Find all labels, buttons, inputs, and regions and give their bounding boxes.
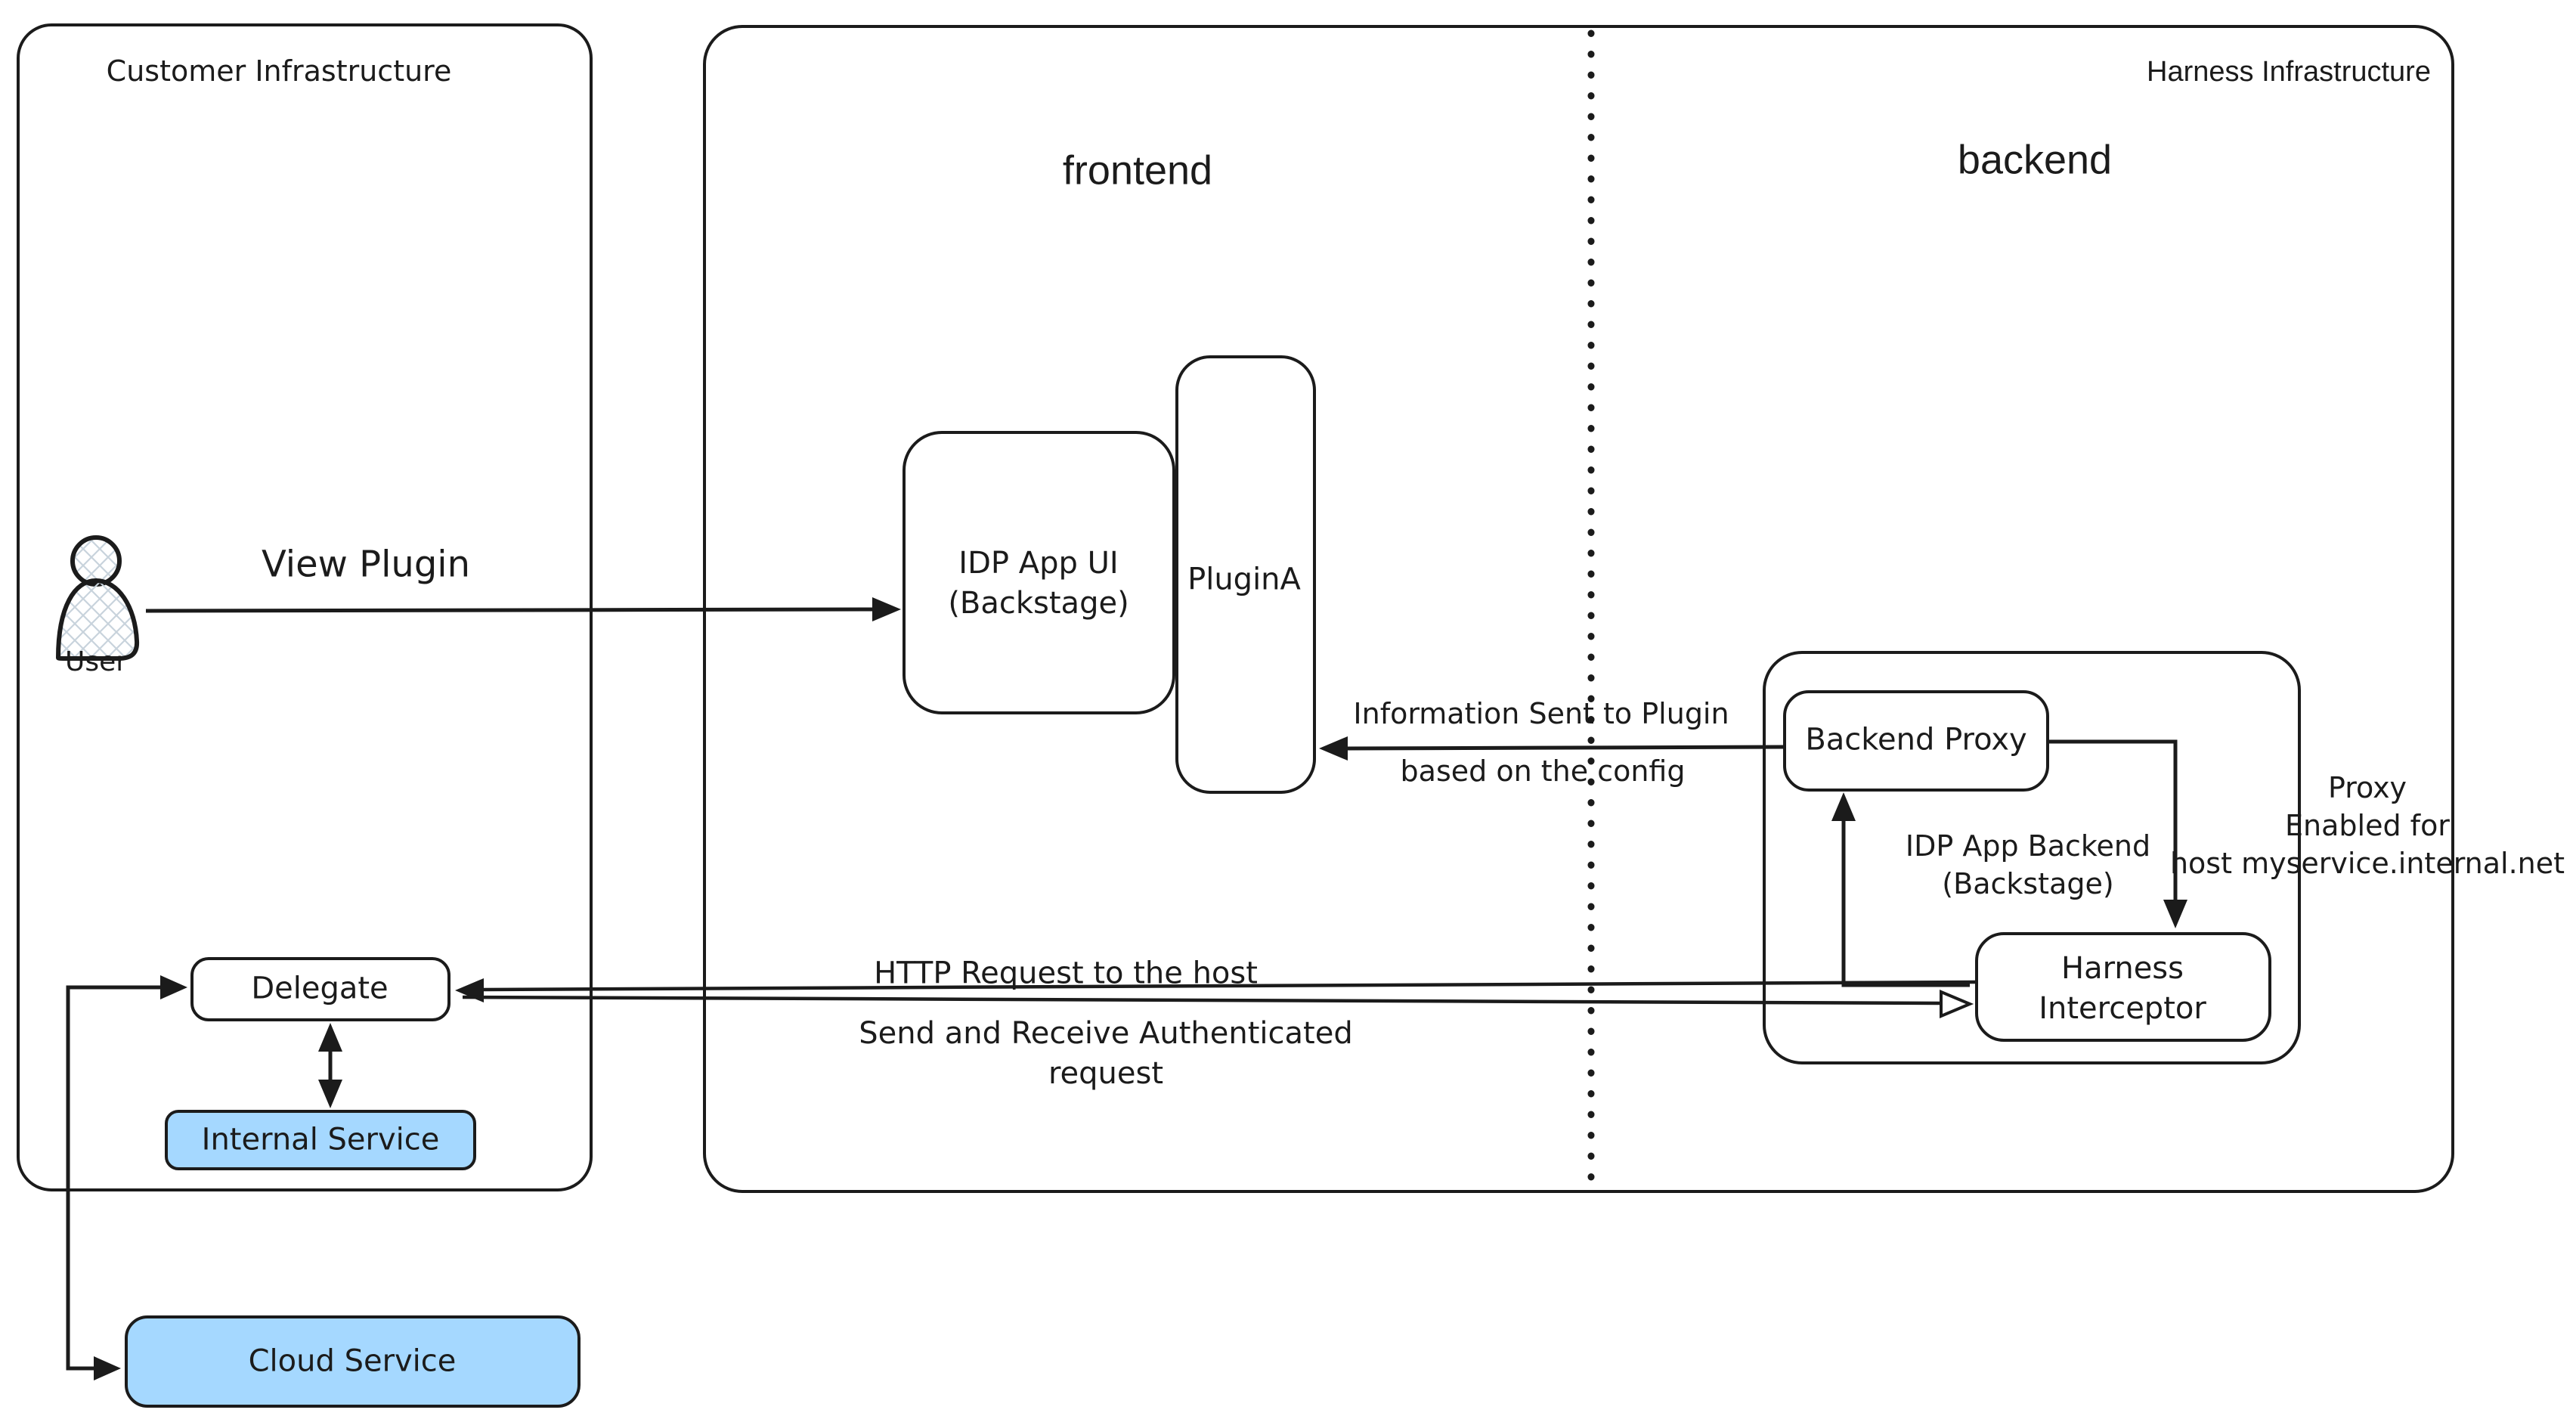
harness-interceptor-label-line1: Harness xyxy=(2061,951,2184,987)
delegate-label: Delegate xyxy=(251,971,389,1006)
idp-app-backend-label: IDP App Backend (Backstage) xyxy=(1906,827,2150,903)
internal-service-box xyxy=(165,1110,476,1170)
idp-app-backend-label-line2: (Backstage) xyxy=(1942,867,2114,900)
arrow-delegate-cloud-service xyxy=(66,975,187,1380)
cloud-service-label: Cloud Service xyxy=(248,1343,457,1379)
send-receive-label: Send and Receive Authenticated request xyxy=(859,1014,1352,1094)
backend-proxy-label: Backend Proxy xyxy=(1805,722,2027,758)
send-receive-label-line2: request xyxy=(1048,1056,1164,1091)
info-sent-label-line1: Information Sent to Plugin xyxy=(1353,696,1729,730)
arrow-delegate-internal-service xyxy=(318,1023,342,1108)
info-sent-label-line2: based on the config xyxy=(1400,754,1686,788)
harness-interceptor-label-line2: Interceptor xyxy=(2039,991,2206,1026)
idp-app-ui-box xyxy=(903,431,1175,714)
view-plugin-label: View Plugin xyxy=(261,543,471,586)
http-request-label: HTTP Request to the host xyxy=(874,956,1258,991)
idp-app-ui-label: IDP App UI (Backstage) xyxy=(948,544,1129,624)
harness-interceptor-label: Harness Interceptor xyxy=(2039,949,2206,1029)
delegate-box xyxy=(190,957,450,1021)
proxy-enabled-label: Proxy Enabled for host myservice.interna… xyxy=(2170,769,2565,882)
idp-app-ui-label-line2: (Backstage) xyxy=(948,586,1129,621)
idp-app-ui-label-line1: IDP App UI xyxy=(958,546,1119,581)
plugin-a-label: PluginA xyxy=(1187,562,1301,597)
arrow-user-to-idp-ui xyxy=(145,597,901,621)
proxy-enabled-label-line2: Enabled for xyxy=(2285,808,2450,842)
backend-proxy-box xyxy=(1783,690,2049,792)
arrow-delegate-to-interceptor xyxy=(462,989,1974,1019)
internal-service-label: Internal Service xyxy=(201,1122,440,1157)
send-receive-label-line1: Send and Receive Authenticated xyxy=(859,1016,1353,1052)
harness-interceptor-box xyxy=(1975,932,2271,1042)
arrow-backend-proxy-to-interceptor xyxy=(2049,739,2187,928)
harness-infrastructure-title: Harness Infrastructure xyxy=(2147,55,2431,88)
idp-app-backend-label-line1: IDP App Backend xyxy=(1905,829,2151,863)
user-icon xyxy=(56,535,140,661)
frontend-zone-label: frontend xyxy=(1062,147,1213,194)
proxy-enabled-label-line3: host myservice.internal.net xyxy=(2169,847,2565,881)
customer-infrastructure-title: Customer Infrastructure xyxy=(106,54,452,88)
user-label: User xyxy=(64,646,128,678)
arrow-backend-proxy-to-plugin xyxy=(1319,736,1784,761)
backend-zone-label: backend xyxy=(1957,137,2113,183)
plugin-a-box xyxy=(1175,355,1316,794)
cloud-service-box xyxy=(125,1315,581,1408)
arrow-interceptor-to-backend-proxy xyxy=(1831,792,1970,987)
proxy-enabled-label-line1: Proxy xyxy=(2327,770,2407,804)
